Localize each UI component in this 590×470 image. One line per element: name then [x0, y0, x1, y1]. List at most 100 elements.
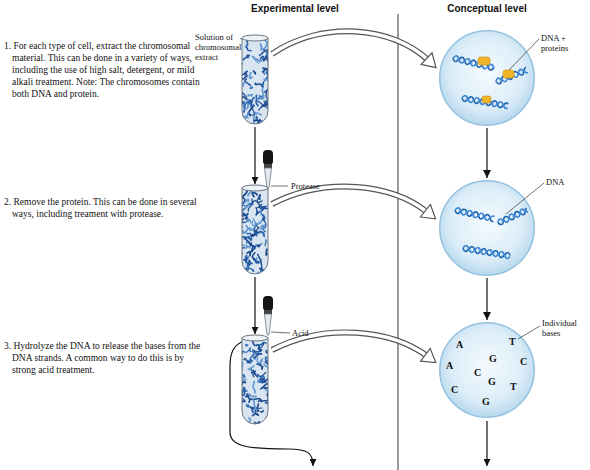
- chromatin-strand: [270, 220, 272, 223]
- dna-illustration: [453, 56, 528, 259]
- chromatin-strand: [251, 232, 258, 236]
- chromatin-strand: [260, 208, 262, 215]
- chromatin-strand: [266, 249, 268, 255]
- dna-helix: [496, 67, 528, 83]
- chromatin-strand: [252, 410, 258, 416]
- chromatin-strand: [237, 237, 247, 241]
- tube-outline: [242, 38, 268, 124]
- dna-strand: [463, 247, 510, 258]
- base-pair-rung: [477, 98, 479, 103]
- chromatin-strand: [257, 357, 263, 363]
- arrow-shaft-outline: [272, 31, 428, 60]
- chromatin-strand: [270, 379, 277, 387]
- base-pair-rung: [482, 249, 484, 254]
- base-pair-rung: [497, 103, 498, 105]
- dna-strand: [496, 69, 528, 82]
- chromatin-strand: [255, 83, 263, 87]
- base-pair-rung: [456, 56, 457, 61]
- base-pair-rung: [482, 214, 483, 219]
- base-pair-rung: [491, 65, 492, 70]
- chromatin-strand: [243, 81, 244, 86]
- chromatin-strand: [250, 87, 253, 89]
- chromatin-strand: [266, 390, 272, 393]
- chromatin-strand: [240, 76, 246, 79]
- chromatin-strand: [260, 424, 262, 430]
- chromatin-strand: [261, 99, 272, 107]
- base-pair-rung: [493, 251, 495, 256]
- protein-blob: [482, 96, 491, 103]
- dropper-pipette: [265, 168, 272, 188]
- step-text: 1. For each type of cell, extract the ch…: [4, 40, 204, 100]
- transfer-arrow: [272, 31, 436, 67]
- base-pair-rung: [486, 215, 487, 220]
- column-divider: [398, 14, 399, 470]
- chromatin-strand: [240, 373, 246, 380]
- arrow-shaft: [272, 31, 428, 60]
- dna-helix: [453, 56, 494, 70]
- chromatin-strand: [235, 348, 242, 353]
- chromatin-strand: [260, 44, 262, 50]
- chromatin-strand: [261, 206, 268, 209]
- dropper-collar: [264, 310, 272, 314]
- base-pair-rung: [468, 59, 469, 64]
- chromatin-strand: [246, 268, 254, 272]
- flow-arrow: [486, 128, 487, 178]
- chromatin-strand: [265, 118, 273, 124]
- chromatin-strand: [253, 399, 256, 411]
- step-arrow: [254, 277, 255, 334]
- cell-view-circle-shape: [440, 323, 535, 418]
- chromatin-strand: [250, 406, 254, 413]
- base-pair-rung: [501, 219, 503, 224]
- base-pair-rung: [498, 253, 499, 255]
- step-arrow: [486, 421, 487, 466]
- chromatin-strand: [254, 112, 262, 115]
- base-pair-rung: [506, 77, 507, 79]
- chromatin-strand: [252, 193, 257, 198]
- dropper-bulb: [263, 150, 273, 165]
- chromatin-strand: [248, 94, 252, 96]
- chromatin-strand: [259, 50, 265, 56]
- chromatin-strand: [257, 403, 259, 411]
- chromatin-strand: [268, 414, 271, 419]
- base-pair-rung: [466, 246, 468, 251]
- leader-line: [518, 326, 540, 339]
- chromatin-strand: [244, 358, 252, 363]
- column-heading: Conceptual level: [427, 3, 547, 14]
- extract-fill: [242, 188, 268, 274]
- chromatin-strand: [262, 218, 265, 228]
- chromatin-strand: [238, 254, 241, 256]
- base-letter: T: [510, 381, 517, 392]
- chromatin-strand: [247, 262, 253, 266]
- chromatin-strand: [254, 354, 263, 359]
- chromatin-strand: [243, 389, 248, 396]
- chromatin-strand: [256, 210, 260, 215]
- chromatin-strand: [236, 403, 242, 409]
- chromatin-strand: [246, 345, 248, 347]
- chromatin-strand: [257, 254, 261, 268]
- chromatin-strand: [266, 100, 269, 105]
- chromatin-strand: [244, 199, 249, 203]
- base-pair-rung: [462, 209, 463, 214]
- chromatin-strand: [254, 258, 259, 263]
- base-letter: A: [446, 360, 453, 371]
- callout-label: Protease: [291, 181, 351, 191]
- arrow-head: [421, 53, 436, 68]
- chromatin-strand: [248, 366, 254, 370]
- chromatin-strand: [246, 225, 251, 231]
- chromatin-strand: [249, 73, 252, 79]
- base-pair-rung: [522, 209, 524, 214]
- dropper-pipette: [265, 314, 272, 335]
- dna-strand: [462, 97, 508, 108]
- base-pair-rung: [490, 218, 491, 219]
- base-pair-rung: [478, 248, 480, 253]
- base-pair-rung: [493, 101, 495, 107]
- chromatin-strand: [257, 364, 263, 369]
- cell-view-circle: Individual basesATGCACGTCG: [439, 322, 535, 418]
- chromatin-strand: [268, 396, 272, 402]
- chromatin-strand: [250, 97, 254, 106]
- base-letter: C: [474, 367, 481, 378]
- transfer-arrow: [272, 187, 436, 219]
- base-pair-rung: [502, 77, 504, 82]
- chromatin-strand: [232, 414, 240, 423]
